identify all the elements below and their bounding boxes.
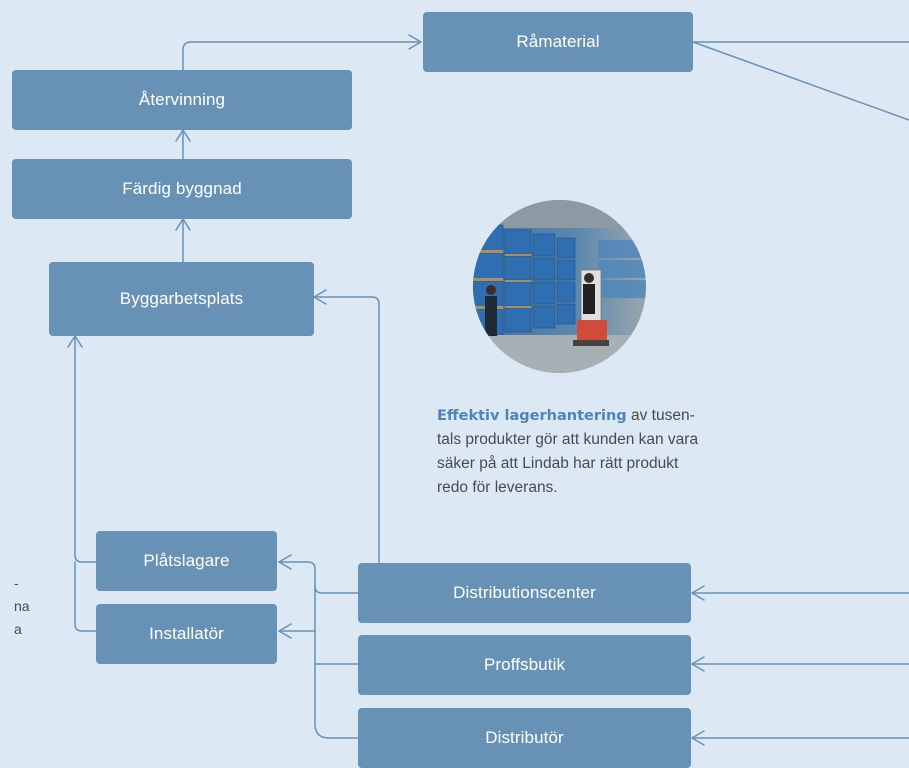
caption-text-line4: redo för leverans.	[437, 479, 558, 496]
caption-text-line2: tals produkter gör att kunden kan vara	[437, 431, 699, 448]
arrowhead-raw-material	[408, 34, 422, 50]
side-text-line2: na	[14, 598, 30, 614]
connector-raw-to-right-diagonal	[692, 41, 909, 121]
arrowhead-construction-site	[313, 289, 327, 305]
node-construction-site[interactable]: Byggarbetsplats	[49, 262, 314, 336]
connector-trunk-lower	[314, 585, 359, 739]
arrowhead-finished-building	[175, 218, 191, 231]
arrowhead-platslagare	[278, 554, 292, 570]
connector-dc-to-site	[313, 296, 380, 564]
connector-installator-to-site	[74, 561, 97, 632]
node-installer[interactable]: Installatör	[96, 604, 277, 664]
arrowhead-installator	[278, 623, 292, 639]
arrowhead-distributionscenter	[691, 585, 705, 601]
node-tinsmith[interactable]: Plåtslagare	[96, 531, 277, 591]
caption-highlight: Effektiv lagerhantering	[437, 408, 627, 424]
connector-trunk	[278, 561, 359, 594]
caption-text-line1: av tusen-	[626, 407, 695, 424]
arrowhead-distributor	[691, 730, 705, 746]
connector-recycling-to-raw	[182, 41, 422, 71]
caption-text-line3: säker på att Lindab har rätt produkt	[437, 455, 679, 472]
node-recycling[interactable]: Återvinning	[12, 70, 352, 130]
warehouse-caption: Effektiv lagerhantering av tusen- tals p…	[437, 404, 782, 500]
node-finished-building[interactable]: Färdig byggnad	[12, 159, 352, 219]
side-text-line3: a	[14, 621, 22, 637]
arrowhead-construction-site-left	[67, 335, 83, 348]
node-distributor[interactable]: Distributör	[358, 708, 691, 768]
node-raw-material[interactable]: Råmaterial	[423, 12, 693, 72]
warehouse-photo	[473, 200, 646, 373]
side-text-line1: -	[14, 575, 19, 591]
node-pro-shop[interactable]: Proffsbutik	[358, 635, 691, 695]
arrowhead-proffsbutik	[691, 656, 705, 672]
node-distribution-center[interactable]: Distributionscenter	[358, 563, 691, 623]
cropped-side-text: - na a	[0, 572, 40, 641]
arrowhead-recycling	[175, 129, 191, 142]
connector-installers-to-site	[74, 335, 97, 563]
